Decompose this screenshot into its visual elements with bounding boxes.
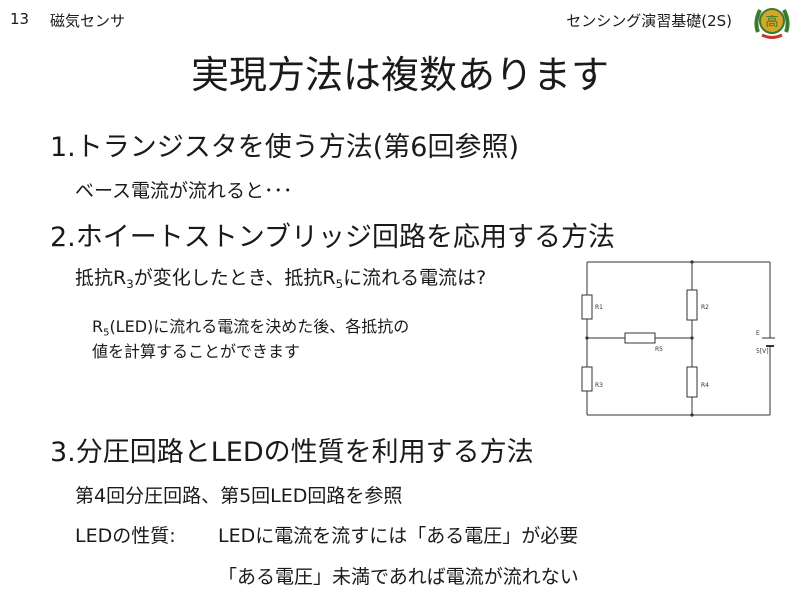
emblem-shield <box>759 8 785 34</box>
led-property-line2: 「ある電圧」未満であれば電流が流れない <box>218 566 579 588</box>
resistor-r5 <box>624 332 656 344</box>
wheatstone-bridge-diagram: R1 R2 R3 R4 R5 E 5[V] <box>581 260 775 417</box>
slide-title: 実現方法は複数あります <box>190 53 609 97</box>
emblem-glyph: 高 <box>765 14 778 30</box>
section-title: 磁気センサ <box>50 12 126 30</box>
laurel-left <box>754 9 762 33</box>
label-r3: R3 <box>595 382 603 389</box>
method-2-detail-line1: R5(LED)に流れる電流を決めた後、各抵抗の <box>92 313 410 339</box>
label-r2: R2 <box>701 304 709 311</box>
method-2-heading: 2.ホイートストンブリッジ回路を応用する方法 <box>50 222 615 253</box>
course-title: センシング演習基礎(2S) <box>566 12 732 30</box>
detail-r: R <box>92 317 104 336</box>
question-sub1: 3 <box>126 277 134 292</box>
slide-number: 13 <box>10 10 30 28</box>
detail-rest: (LED)に流れる電流を決めた後、各抵抗の <box>109 317 410 336</box>
led-property-line1: LEDに電流を流すには「ある電圧」が必要 <box>218 525 579 547</box>
junction-left <box>585 336 589 340</box>
junction-top <box>690 260 694 264</box>
question-part3: に流れる電流は? <box>343 267 487 289</box>
label-r4: R4 <box>701 382 709 389</box>
detail-sub: 5 <box>103 327 110 339</box>
method-2-question: 抵抗R3が変化したとき、抵抗R5に流れる電流は? <box>75 263 486 290</box>
label-source-name: E <box>756 330 760 337</box>
label-source-value: 5[V] <box>756 348 769 355</box>
label-r5: R5 <box>655 346 663 353</box>
method-2-detail-line2: 値を計算することができます <box>92 342 301 361</box>
method-1-heading: 1.トランジスタを使う方法(第6回参照) <box>50 132 520 163</box>
school-emblem-logo: 高 <box>754 8 790 39</box>
question-sub2: 5 <box>335 277 344 292</box>
method-1-note: ベース電流が流れると･･･ <box>75 180 293 202</box>
question-part1: 抵抗R <box>75 267 127 289</box>
resistor-r4 <box>686 366 698 398</box>
laurel-right <box>782 9 790 33</box>
method-3-reference: 第4回分圧回路、第5回LED回路を参照 <box>75 485 403 507</box>
resistor-r2 <box>686 289 698 321</box>
junction-right <box>690 336 694 340</box>
method-3-heading: 3.分圧回路とLEDの性質を利用する方法 <box>50 437 534 468</box>
emblem-ribbon <box>761 33 783 39</box>
resistor-r1 <box>581 294 593 320</box>
led-property-label: LEDの性質: <box>75 525 176 547</box>
resistor-r3 <box>581 366 593 392</box>
junction-bottom <box>690 413 694 417</box>
question-part2: が変化したとき、抵抗R <box>133 267 336 289</box>
label-r1: R1 <box>595 304 603 311</box>
